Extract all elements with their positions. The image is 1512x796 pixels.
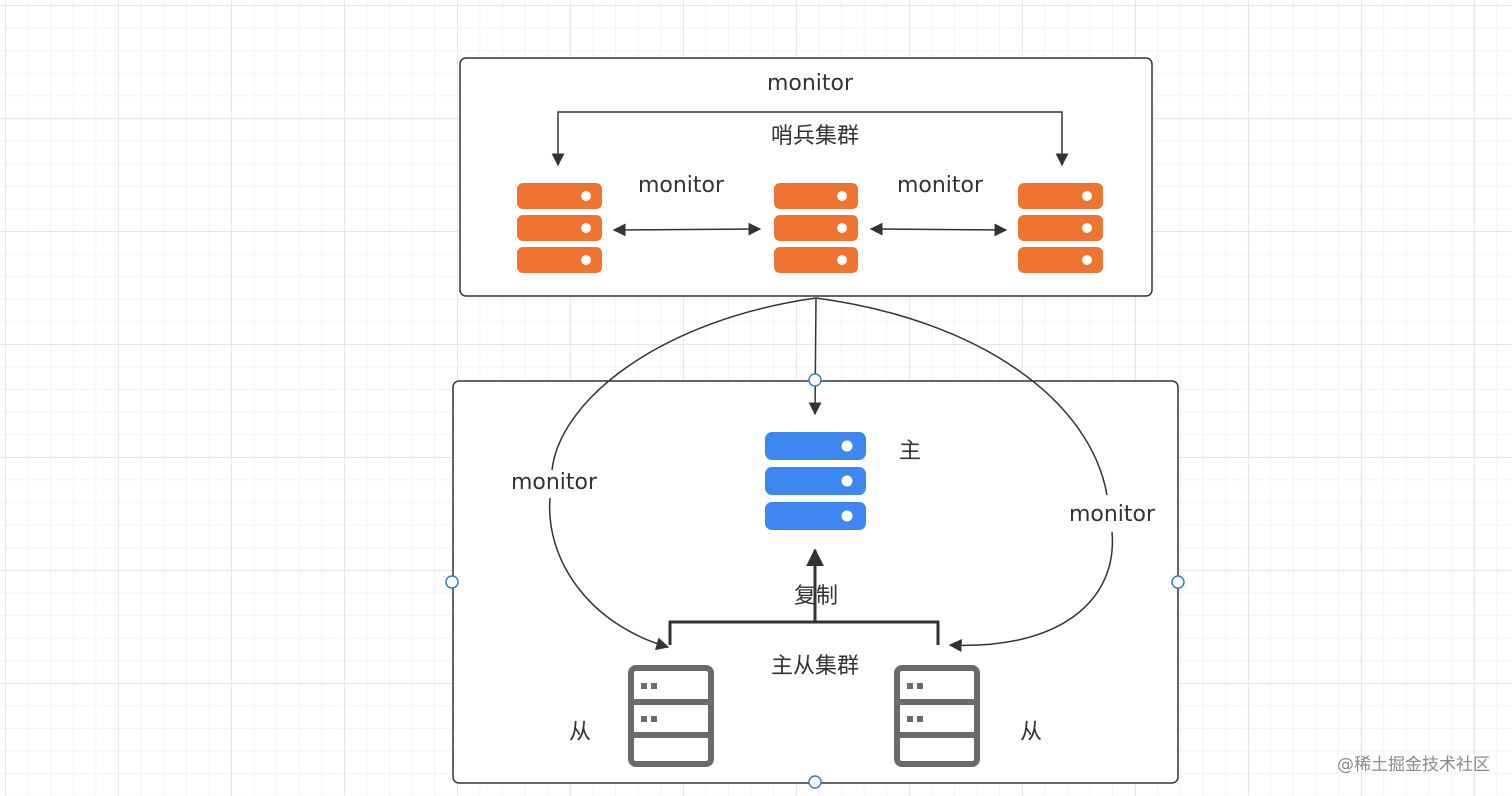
slave-server-left-icon[interactable] (628, 665, 714, 767)
sentinel-server-left-icon[interactable] (517, 183, 602, 273)
sentinel-to-master-arrow[interactable] (808, 297, 822, 416)
selection-handle-left[interactable] (445, 575, 459, 589)
sentinel-server-middle-icon[interactable] (774, 183, 858, 273)
sentinel-top-monitor-label: monitor (767, 71, 854, 96)
replication-bracket[interactable] (668, 620, 940, 645)
master-label: 主 (899, 439, 921, 464)
left-slave-label: 从 (569, 720, 591, 745)
sentinel-to-right-slave-arrow[interactable] (948, 531, 1114, 653)
left-monitor-label: monitor (511, 470, 598, 495)
sentinel-to-left-slave-arrow[interactable] (548, 497, 670, 651)
sentinel-cluster-box[interactable] (459, 57, 1153, 297)
master-server-icon[interactable] (765, 432, 866, 530)
right-monitor-label: monitor (1069, 502, 1156, 527)
selection-handle-right[interactable] (1171, 575, 1185, 589)
sentinel-server-right-icon[interactable] (1018, 183, 1103, 273)
sentinel-to-right-slave-curve[interactable] (815, 297, 1108, 496)
sentinel-link-right-arrow[interactable] (869, 222, 1008, 237)
replication-label: 复制 (794, 584, 838, 609)
sentinel-link-right-label: monitor (897, 173, 984, 198)
selection-handle-top[interactable] (808, 373, 822, 387)
selection-handles[interactable] (445, 373, 1185, 789)
selection-handle-bottom[interactable] (808, 775, 822, 789)
right-slave-label: 从 (1020, 720, 1042, 745)
sentinel-link-left-arrow[interactable] (612, 222, 762, 237)
slave-server-right-icon[interactable] (894, 665, 980, 767)
sentinel-link-left-label: monitor (638, 173, 725, 198)
watermark: @稀土掘金技术社区 (1337, 755, 1490, 775)
sentinel-to-left-slave-curve[interactable] (551, 297, 817, 471)
sentinel-top-monitor-arrow[interactable] (551, 111, 1069, 167)
master-slave-cluster-title: 主从集群 (771, 654, 859, 679)
sentinel-cluster-title: 哨兵集群 (771, 124, 859, 149)
